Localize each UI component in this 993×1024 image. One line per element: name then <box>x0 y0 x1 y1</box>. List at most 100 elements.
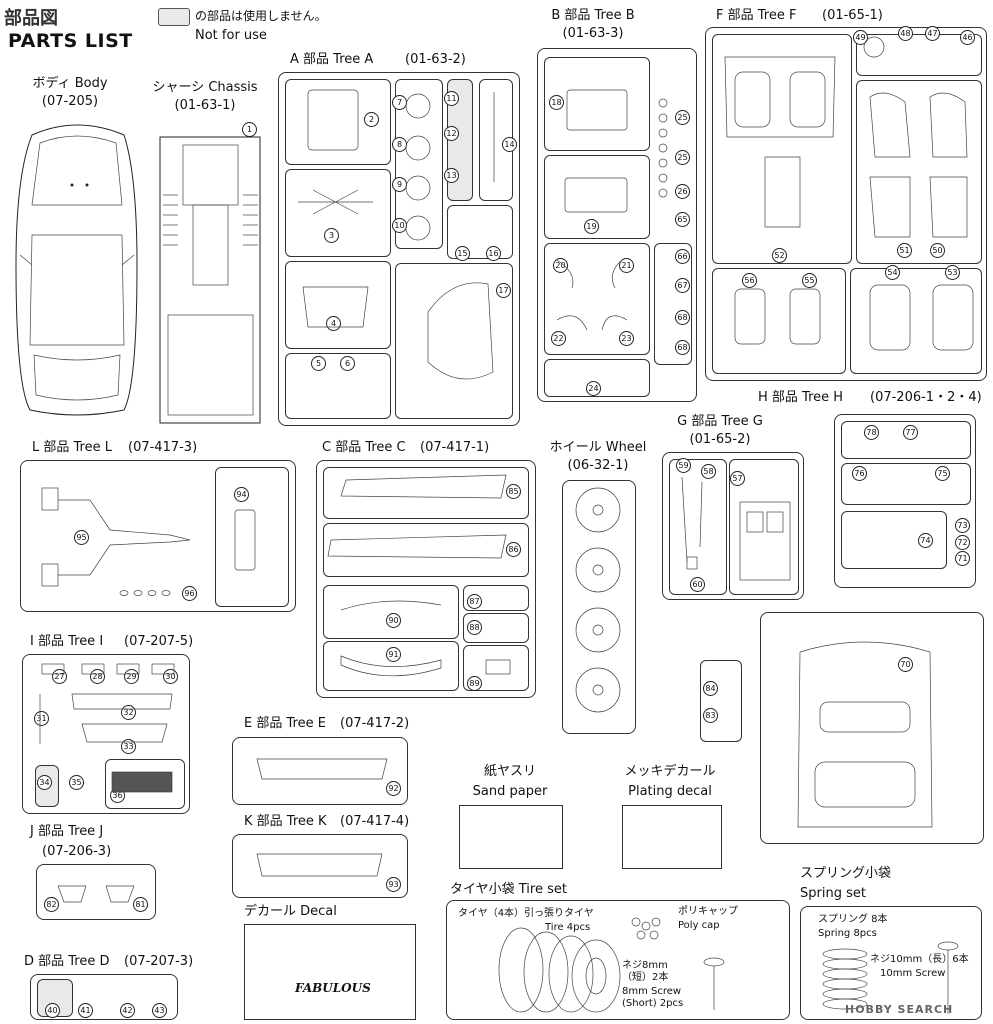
part-number: 31 <box>34 711 49 726</box>
tree-l-sprue <box>20 460 296 612</box>
tree-i-code: (07-207-5) <box>124 634 194 649</box>
screw8-jp2: （短）2本 <box>622 972 669 983</box>
part-number: 43 <box>152 1003 167 1018</box>
part-number: 27 <box>52 669 67 684</box>
part-number: 85 <box>506 484 521 499</box>
part-number: 33 <box>121 739 136 754</box>
part-number: 49 <box>853 30 868 45</box>
spring-bag-label: スプリング小袋 <box>800 866 892 881</box>
spring-set-label: Spring set <box>800 886 866 901</box>
part-number: 88 <box>467 620 482 635</box>
polycap-en: Poly cap <box>678 920 720 931</box>
spring-set-box <box>800 906 982 1020</box>
tree-a-cell <box>395 263 513 419</box>
tree-a-cell <box>285 79 391 165</box>
part-number: 12 <box>444 126 459 141</box>
tree-l-label: L 部品 Tree L <box>32 440 112 455</box>
part-number: 66 <box>675 249 690 264</box>
chassis-label: シャーシ Chassis <box>152 80 258 95</box>
screw10-jp: ネジ10mm（長）6本 <box>870 954 969 965</box>
part-number: 55 <box>802 273 817 288</box>
part-number: 60 <box>690 577 705 592</box>
tree-h-parts <box>797 641 933 828</box>
decal-label: デカール Decal <box>244 904 337 919</box>
part-number: 53 <box>945 265 960 280</box>
tree-e-parts <box>256 758 388 780</box>
part-number: 76 <box>852 466 867 481</box>
part-number: 74 <box>918 533 933 548</box>
part-number: 29 <box>124 669 139 684</box>
part-number: 3 <box>324 228 339 243</box>
part-number: 46 <box>960 30 975 45</box>
part-number: 86 <box>506 542 521 557</box>
part-number: 14 <box>502 137 517 152</box>
part-number: 41 <box>78 1003 93 1018</box>
tree-h-body-sprue <box>760 612 984 844</box>
spring-set-drawing <box>822 941 959 1014</box>
part-number: 26 <box>675 184 690 199</box>
part-number: 11 <box>444 91 459 106</box>
part-number: 70 <box>898 657 913 672</box>
part-number: 92 <box>386 781 401 796</box>
tree-k-parts <box>256 853 383 877</box>
tree-a-label: A 部品 Tree A <box>290 52 374 67</box>
tree-h-label: H 部品 Tree H <box>758 390 844 405</box>
tree-h-side-cell <box>700 660 742 742</box>
tire-set-label: タイヤ小袋 Tire set <box>450 882 567 897</box>
tree-k-label: K 部品 Tree K <box>244 814 327 829</box>
part-number: 65 <box>675 212 690 227</box>
tree-a-cell <box>285 169 391 257</box>
part-number: 68 <box>675 340 690 355</box>
tree-j-parts <box>57 885 135 903</box>
tree-j-label: J 部品 Tree J <box>30 824 104 839</box>
part-number: 25 <box>675 110 690 125</box>
tree-f-parts <box>724 36 974 351</box>
wheel-sprue <box>562 480 636 734</box>
part-number: 95 <box>74 530 89 545</box>
plating-decal-jp: メッキデカール <box>624 764 716 779</box>
tree-i-parts <box>39 663 175 793</box>
tree-g-cell <box>669 459 727 595</box>
part-number: 6 <box>340 356 355 371</box>
part-number: 22 <box>551 331 566 346</box>
chassis-code: (01-63-1) <box>174 98 236 113</box>
part-number: 91 <box>386 647 401 662</box>
part-number: 42 <box>120 1003 135 1018</box>
tire-set-box <box>446 900 790 1020</box>
part-number: 71 <box>955 551 970 566</box>
tree-f-cell <box>712 34 852 264</box>
part-number: 82 <box>44 897 59 912</box>
tree-c-code: (07-417-1) <box>420 440 490 455</box>
screw8-en2: (Short) 2pcs <box>622 998 684 1009</box>
tree-j-code: (07-206-3) <box>42 844 112 859</box>
plating-decal-en: Plating decal <box>628 784 712 799</box>
legend-not-used-en: Not for use <box>195 28 267 43</box>
part-number: 84 <box>703 681 718 696</box>
sand-paper-box <box>459 805 563 869</box>
tree-c-cell <box>323 585 459 639</box>
tree-g-code: (01-65-2) <box>689 432 751 447</box>
part-number: 67 <box>675 278 690 293</box>
part-number: 48 <box>898 26 913 41</box>
decal-brand: FABULOUS <box>295 981 371 995</box>
part-number: 15 <box>455 246 470 261</box>
tree-k-code: (07-417-4) <box>340 814 410 829</box>
tree-e-sprue <box>232 737 408 805</box>
tree-i-label: I 部品 Tree I <box>30 634 104 649</box>
not-used-swatch <box>158 8 190 26</box>
part-number: 81 <box>133 897 148 912</box>
tree-f-sprue <box>705 27 987 381</box>
chassis-drawing <box>159 136 261 424</box>
tree-b-code: (01-63-3) <box>562 26 624 41</box>
tire-en: Tire 4pcs <box>545 922 591 933</box>
tree-e-code: (07-417-2) <box>340 716 410 731</box>
tree-l-code: (07-417-3) <box>128 440 198 455</box>
part-number: 93 <box>386 877 401 892</box>
tree-a-code: (01-63-2) <box>405 52 466 67</box>
part-number: 28 <box>90 669 105 684</box>
tree-f-cell <box>712 268 846 374</box>
spring-jp: スプリング 8本 <box>818 914 888 925</box>
part-number: 50 <box>930 243 945 258</box>
tree-d-code: (07-207-3) <box>124 954 194 969</box>
spring-en: Spring 8pcs <box>818 928 877 939</box>
